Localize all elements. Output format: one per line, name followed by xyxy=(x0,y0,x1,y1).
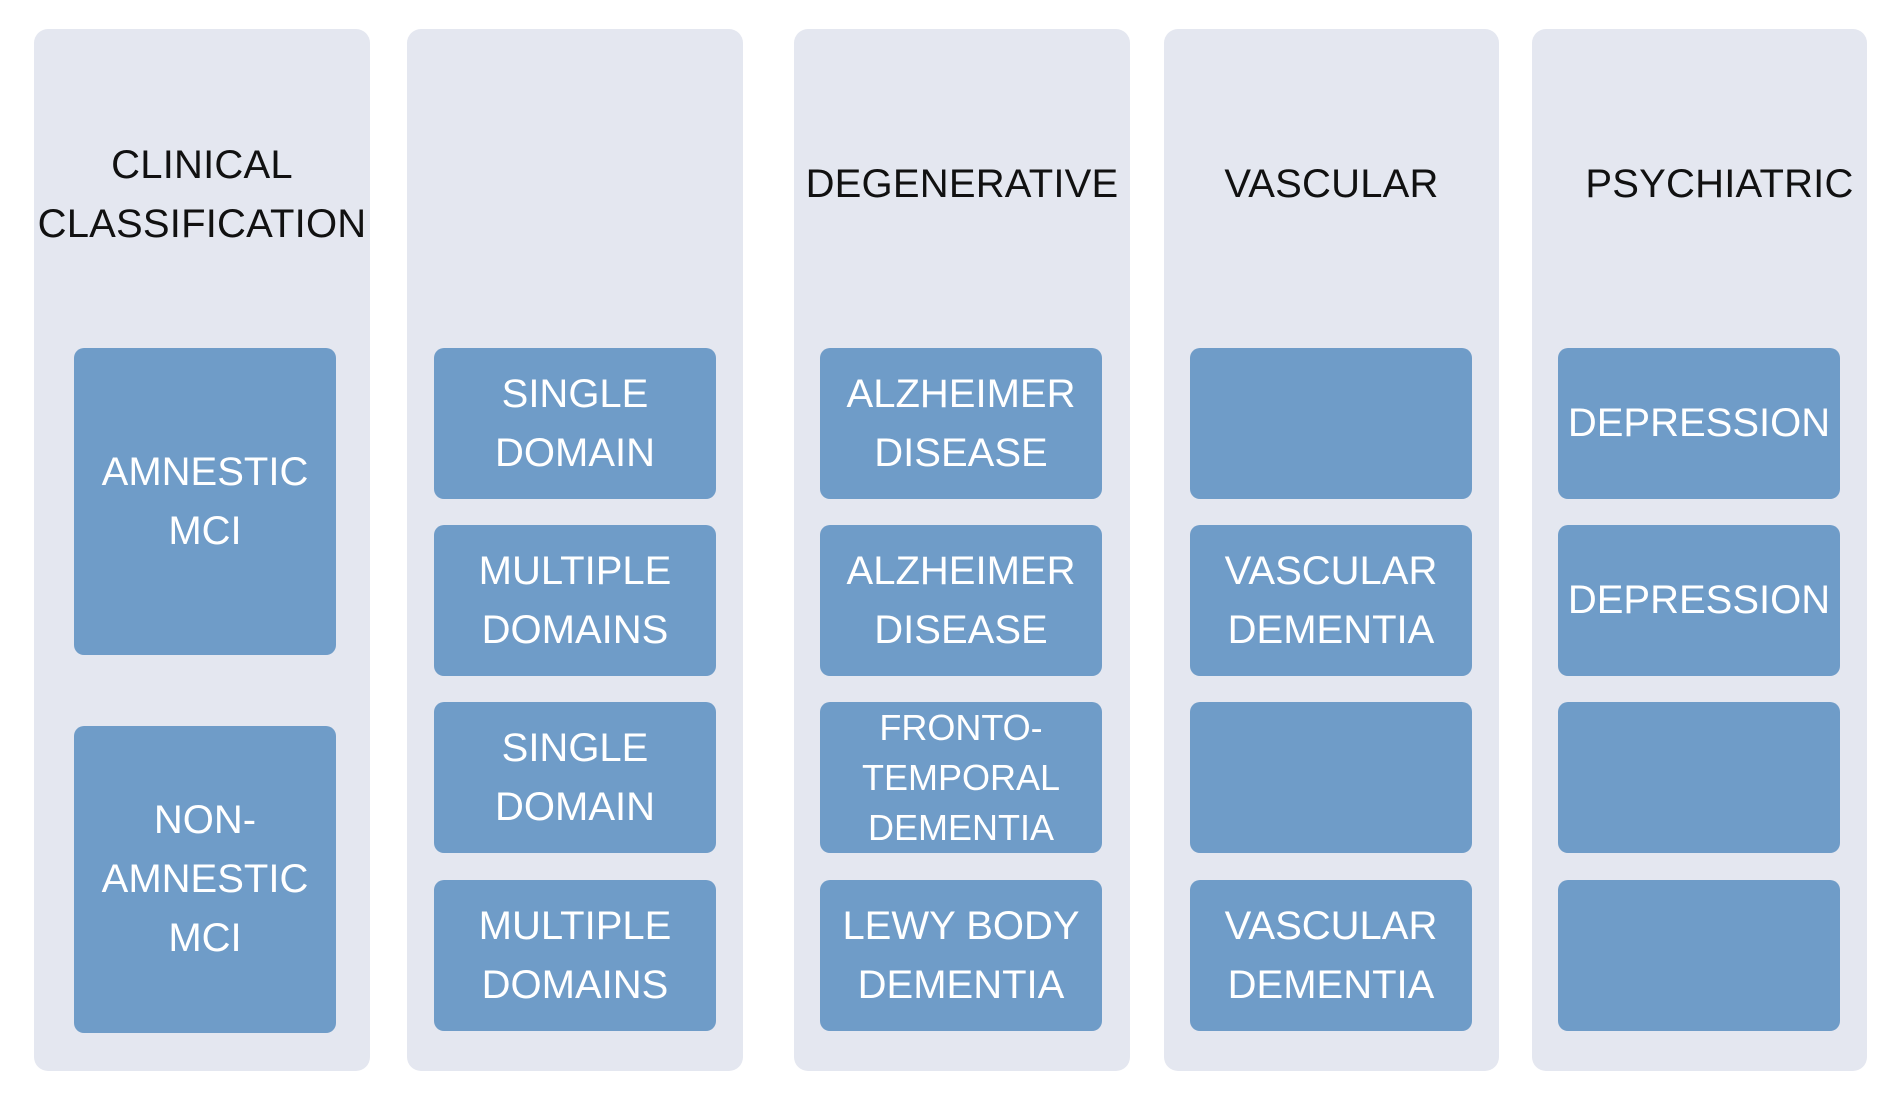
column-vascular: VASCULAR VASCULAR DEMENTIA VASCULAR DEME… xyxy=(1164,29,1499,1071)
column-title: PSYCHIATRIC xyxy=(1585,162,1854,206)
box-alzheimer-disease: ALZHEIMER DISEASE xyxy=(820,348,1102,499)
box-frontotemporal-dementia: FRONTO- TEMPORAL DEMENTIA xyxy=(820,702,1102,853)
box-vascular-dementia: VASCULAR DEMENTIA xyxy=(1190,525,1472,676)
box-multiple-domains: MULTIPLE DOMAINS xyxy=(434,880,716,1031)
column-title: VASCULAR xyxy=(1224,162,1439,206)
box-single-domain: SINGLE DOMAIN xyxy=(434,702,716,853)
column-clinical-classification: CLINICAL CLASSIFICATION AMNESTIC MCI NON… xyxy=(34,29,370,1071)
box-alzheimer-disease: ALZHEIMER DISEASE xyxy=(820,525,1102,676)
box-depression: DEPRESSION xyxy=(1558,348,1840,499)
column-psychiatric: PSYCHIATRIC DEPRESSION DEPRESSION xyxy=(1532,29,1867,1071)
box-empty xyxy=(1558,880,1840,1031)
column-title: CLINICAL CLASSIFICATION xyxy=(37,143,367,246)
box-amnestic-mci: AMNESTIC MCI xyxy=(74,348,336,655)
box-empty xyxy=(1190,348,1472,499)
box-vascular-dementia: VASCULAR DEMENTIA xyxy=(1190,880,1472,1031)
column-title: DEGENERATIVE xyxy=(805,162,1119,206)
box-depression: DEPRESSION xyxy=(1558,525,1840,676)
box-empty xyxy=(1558,702,1840,853)
box-non-amnestic-mci: NON- AMNESTIC MCI xyxy=(74,726,336,1033)
box-empty xyxy=(1190,702,1472,853)
column-domains: SINGLE DOMAIN MULTIPLE DOMAINS SINGLE DO… xyxy=(407,29,743,1071)
column-degenerative: DEGENERATIVE ALZHEIMER DISEASE ALZHEIMER… xyxy=(794,29,1130,1071)
box-lewy-body-dementia: LEWY BODY DEMENTIA xyxy=(820,880,1102,1031)
box-multiple-domains: MULTIPLE DOMAINS xyxy=(434,525,716,676)
box-single-domain: SINGLE DOMAIN xyxy=(434,348,716,499)
